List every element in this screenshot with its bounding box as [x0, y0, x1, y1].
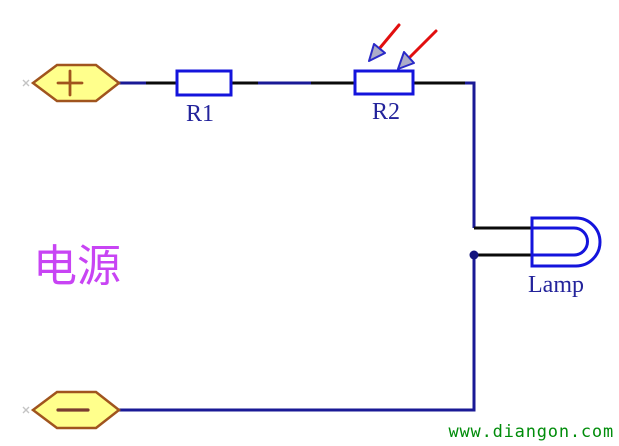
pin-end-marker: [22, 79, 30, 87]
light-ray: [377, 23, 401, 51]
power-supply-label: 电源: [33, 241, 121, 292]
lamp-bulb-outline: [530, 216, 602, 268]
positive-terminal[interactable]: [22, 63, 122, 103]
lamp-label: Lamp: [528, 272, 584, 298]
light-arrows-icon: [368, 23, 438, 70]
light-arrowhead: [368, 43, 386, 62]
lamp-filament-outline: [530, 226, 589, 257]
light-ray: [408, 29, 438, 59]
negative-terminal[interactable]: [22, 390, 122, 430]
lamp-symbol[interactable]: Lamp: [528, 216, 602, 298]
r1-label: R1: [186, 101, 214, 127]
light-arrowhead: [397, 51, 415, 70]
watermark-text: www.diangon.com: [448, 422, 614, 442]
resistor-r1[interactable]: R1: [175, 69, 233, 127]
wire-segment[interactable]: [465, 81, 476, 228]
photoresistor-body: [353, 69, 415, 96]
plus-sign-icon: [56, 69, 84, 97]
r2-label: R2: [372, 99, 400, 125]
photoresistor-r2[interactable]: R2: [353, 23, 438, 125]
pin-end-marker: [22, 406, 30, 414]
resistor-body: [175, 69, 233, 97]
wire-segment[interactable]: [119, 255, 476, 412]
junction-dot: [469, 250, 479, 260]
